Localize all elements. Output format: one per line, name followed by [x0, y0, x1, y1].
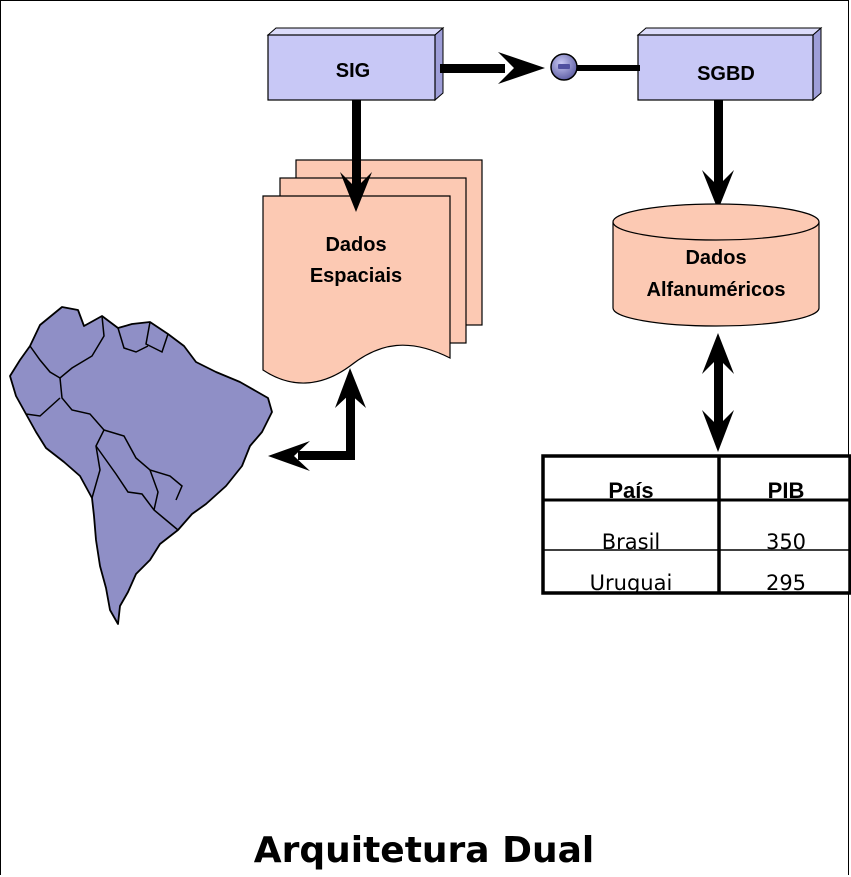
sgbd-to-db-arrow	[702, 100, 734, 210]
sig-label: SIG	[336, 60, 370, 82]
dados-alfanumericos-line1: Dados	[685, 247, 746, 269]
sig-to-sgbd-connector	[440, 52, 640, 84]
table-header-pais: País	[608, 478, 653, 503]
dados-alfanumericos-line2: Alfanuméricos	[647, 279, 786, 301]
table-cell-brasil: Brasil	[602, 530, 661, 554]
south-america-map-icon	[9, 306, 273, 625]
sgbd-label: SGBD	[697, 63, 755, 85]
table-cell-uruguai: Uruguai	[590, 571, 673, 595]
sgbd-box: SGBD	[636, 26, 823, 102]
diagram-caption: Arquitetura Dual	[254, 830, 595, 871]
dados-espaciais-line1: Dados	[325, 234, 386, 256]
table-header-pib: PIB	[768, 478, 805, 503]
table-cell-295: 295	[766, 571, 806, 595]
docs-map-arrow	[268, 368, 366, 471]
dados-espaciais-docs: Dados Espaciais	[262, 159, 483, 384]
dados-espaciais-line2: Espaciais	[310, 265, 402, 287]
dados-alfanumericos-db: Dados Alfanuméricos	[612, 203, 820, 327]
db-table-double-arrow	[702, 333, 734, 452]
table-cell-350: 350	[766, 530, 806, 554]
sig-to-docs-arrow	[340, 100, 372, 212]
sig-box: SIG	[266, 26, 445, 102]
data-table: País PIB Brasil 350 Uruguai 295	[541, 454, 851, 595]
